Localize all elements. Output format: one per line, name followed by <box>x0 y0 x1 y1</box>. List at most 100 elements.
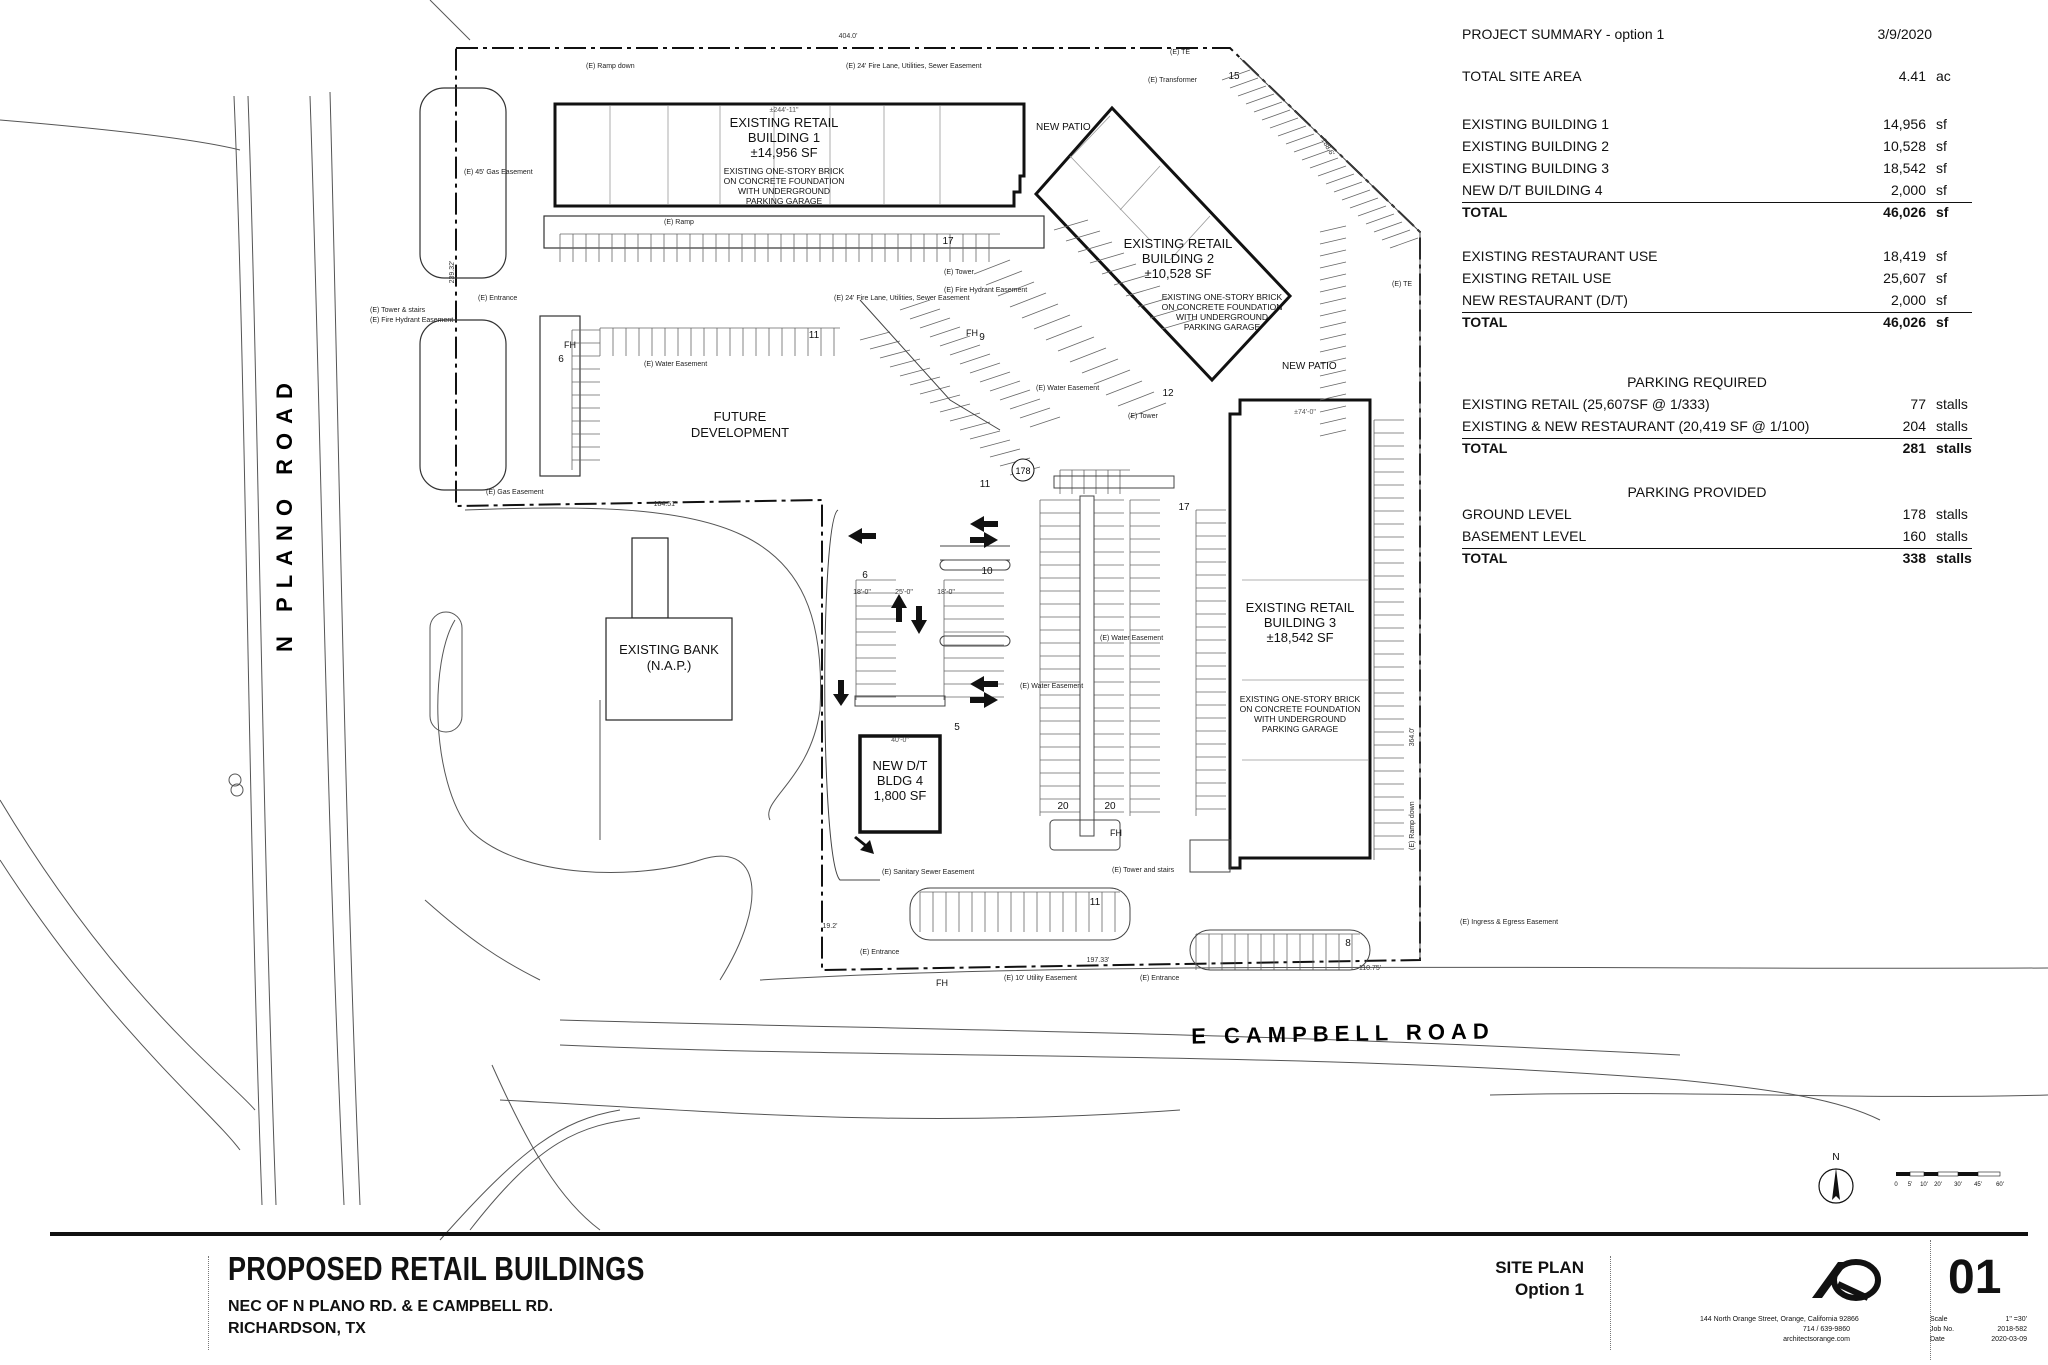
road-label-e-campbell: E CAMPBELL ROAD <box>1191 1018 1495 1048</box>
scale-tick-1: 5' <box>1908 1182 1912 1188</box>
building-4-drive-through: 40'-0" NEW D/T BLDG 4 1,800 SF <box>858 734 942 834</box>
stall-line <box>985 270 1023 286</box>
b4-label-1: NEW D/T <box>873 758 928 773</box>
sheet-option: Option 1 <box>1515 1280 1584 1299</box>
stall-line <box>999 389 1031 401</box>
new-patio-label-2: NEW PATIO <box>1282 361 1337 372</box>
new-patio-label-1: NEW PATIO <box>1036 122 1091 133</box>
site-boundary <box>455 47 1421 972</box>
architect-address: 144 North Orange Street, Orange, Califor… <box>1700 1316 1859 1323</box>
scale-tick-6: 60' <box>1996 1182 2004 1188</box>
drive-islands <box>824 57 1421 971</box>
stall-line <box>1117 391 1155 407</box>
stall-line <box>1319 309 1347 317</box>
stall-line <box>1009 398 1041 410</box>
north-arrow: N <box>1818 1152 1854 1204</box>
summary-title: PROJECT SUMMARY - option 1 <box>1462 26 1665 42</box>
label-te-e: (E) TE <box>1392 281 1412 288</box>
scale-tick-5: 45' <box>1974 1182 1982 1188</box>
scale-tick-3: 20' <box>1934 1182 1942 1188</box>
b4-label-2: BLDG 4 <box>877 773 923 788</box>
stall-line <box>1125 285 1161 297</box>
architect-phone: 714 / 639-9860 <box>1802 1326 1850 1333</box>
meta-date-label: Date <box>1930 1336 1945 1343</box>
stall-line <box>1105 380 1143 396</box>
stall-line <box>997 281 1035 297</box>
stall-line <box>1319 345 1347 353</box>
b3-dim: ±74'-0" <box>1294 409 1316 416</box>
future-dev-label-2: DEVELOPMENT <box>691 425 789 440</box>
stall-line <box>1277 125 1307 137</box>
b1-label-2: BUILDING 1 <box>748 130 820 145</box>
stall-count-15: 15 <box>1228 71 1240 82</box>
stall-line <box>899 367 931 377</box>
label-ramp: (E) Ramp <box>664 219 694 226</box>
label-fire-lane-n: (E) 24' Fire Lane, Utilities, Sewer Ease… <box>846 63 982 70</box>
b1-dim: ±244'-11" <box>770 107 799 114</box>
stall-count-10: 10 <box>981 566 993 577</box>
stall-count-11c: 11 <box>1090 897 1101 908</box>
stall-line <box>989 380 1021 392</box>
stall-line <box>939 335 971 347</box>
stall-line <box>1045 325 1083 341</box>
title-block: PROPOSED RETAIL BUILDINGS NEC OF N PLANO… <box>0 1232 2048 1365</box>
scale-tick-4: 30' <box>1954 1182 1962 1188</box>
b1-note-4: PARKING GARAGE <box>746 196 823 206</box>
stall-line <box>1113 274 1149 286</box>
stall-line <box>1319 321 1347 329</box>
stall-line <box>1229 77 1259 89</box>
stall-line <box>1389 237 1419 249</box>
drive-dim-1: 18'-0" <box>853 589 871 596</box>
b2-note-4: PARKING GARAGE <box>1184 322 1261 332</box>
parking-provided-heading: PARKING PROVIDED <box>1627 484 1767 500</box>
stall-line <box>1285 133 1315 145</box>
meta-job-label: Job No. <box>1930 1326 1955 1333</box>
stall-count-17a: 17 <box>942 236 954 247</box>
label-gas-easement: (E) Gas Easement <box>486 489 544 496</box>
ground-stall-count: 178 <box>1011 458 1035 482</box>
graphic-scale: 0 5' 10' 20' 30' 45' 60' <box>1894 1171 2004 1188</box>
stall-line <box>929 326 961 338</box>
title-divider <box>208 1256 209 1350</box>
boundary-dim-bank: 184.51' <box>654 501 677 508</box>
b1-label-1: EXISTING RETAIL <box>730 115 839 130</box>
b1-note-2: ON CONCRETE FOUNDATION <box>724 176 845 186</box>
stall-line <box>1373 221 1403 233</box>
stall-line <box>979 371 1011 383</box>
stall-line <box>889 358 921 368</box>
stall-line <box>1319 369 1347 377</box>
parking-required-row: EXISTING & NEW RESTAURANT (20,419 SF @ 1… <box>1462 418 1968 434</box>
stall-line <box>1319 249 1347 257</box>
traffic-arrows <box>833 516 998 854</box>
stall-line <box>1357 205 1387 217</box>
stall-line <box>949 412 981 422</box>
stall-count-20a: 20 <box>1057 801 1069 812</box>
stall-count-6b: 6 <box>862 570 868 581</box>
stall-line <box>859 331 891 341</box>
stall-line <box>1029 416 1061 428</box>
summary-date: 3/9/2020 <box>1877 26 1933 42</box>
stall-count-11b: 11 <box>980 479 991 490</box>
stall-line <box>1069 347 1107 363</box>
stall-count-8: 8 <box>1345 938 1351 949</box>
boundary-dim-west: 239.32' <box>449 261 456 284</box>
b2-note-2: ON CONCRETE FOUNDATION <box>1162 302 1283 312</box>
stall-line <box>1319 405 1347 413</box>
plano-road-curbs <box>0 0 601 1231</box>
label-fh-easement-w: (E) Fire Hydrant Easement <box>370 317 453 324</box>
b2-note-3: WITH UNDERGROUND <box>1176 312 1268 322</box>
stall-count-9: 9 <box>979 332 985 343</box>
label-ramp-down-e: (E) Ramp down <box>1409 801 1416 850</box>
boundary-dim-north: 404.0' <box>839 33 858 40</box>
meta-date-value: 2020-03-09 <box>1991 1336 2027 1343</box>
b2-label-1: EXISTING RETAIL <box>1124 236 1233 251</box>
